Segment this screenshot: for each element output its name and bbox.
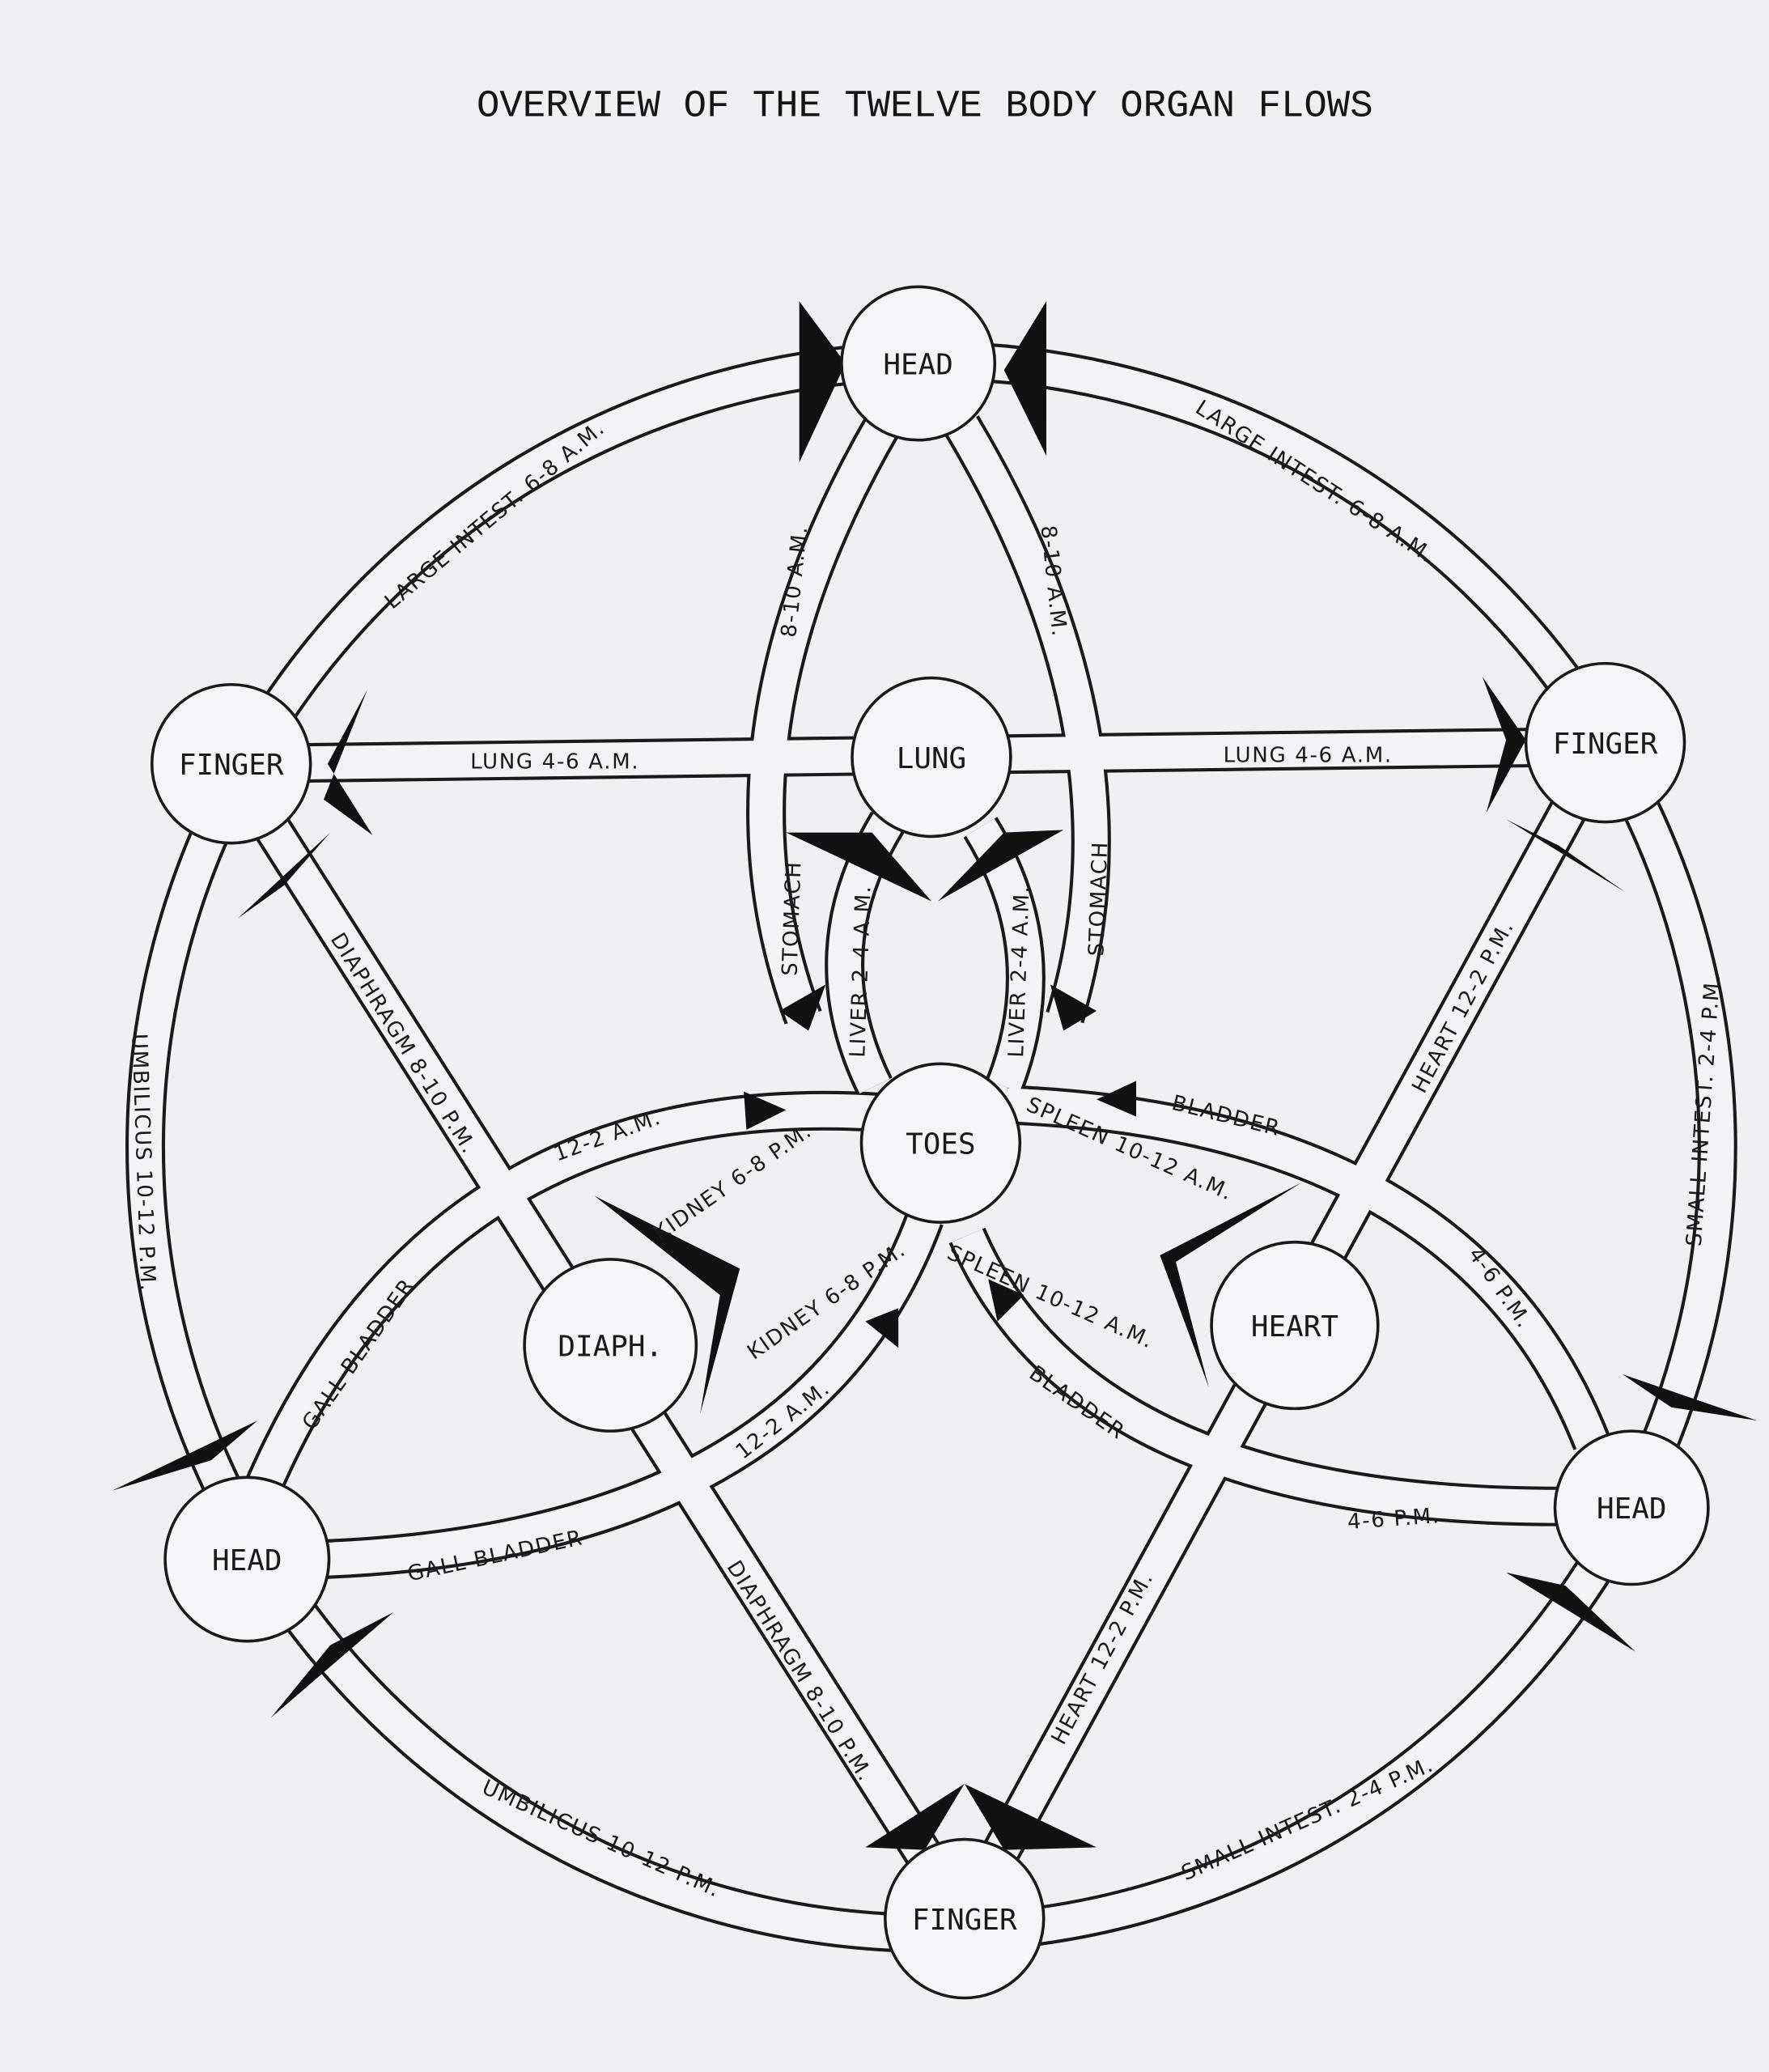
arrow-icon [779,984,826,1031]
flow-label: LIVER 2-4 A.M. [846,885,876,1058]
arrow-icon [744,1091,787,1130]
flow-label: UMBILICUS 10-12 P.M. [478,1775,724,1902]
node-circle [840,285,997,442]
node-head-left: HEAD [163,1475,331,1643]
node-circle [150,682,312,845]
arrow-icon [323,690,373,835]
node-label: TOES [906,1128,975,1161]
node-label: DIAPH. [558,1330,663,1363]
node-lung: LUNG [851,676,1012,839]
arrow-icon [865,1784,965,1850]
arrow-icon [1506,1572,1636,1652]
spleen-bladder-upper-flow-inner [1006,1088,1608,1450]
arrow-icon [1003,301,1046,456]
node-finger-bottom: FINGER [884,1837,1046,2000]
flow-label: LARGE INTEST. 6-8 A.M. [380,416,610,614]
node-label: FINGER [912,1904,1017,1937]
diagram-title: OVERVIEW OF THE TWELVE BODY ORGAN FLOWS [477,86,1373,129]
flow-label: HEART 12-2 P.M. [1407,916,1519,1098]
arrow-icon [1622,1374,1758,1421]
stomach-flow-left-inner [749,417,897,1024]
arrow-icon [1050,984,1097,1031]
node-circle [851,676,1012,839]
node-finger-left: FINGER [150,682,312,845]
node-label: HEART [1251,1310,1338,1344]
arrow-icon [1097,1081,1137,1117]
node-circle [859,1062,1022,1224]
node-circle [1524,661,1686,824]
node-circle [163,1475,331,1643]
nodes: HEAD FINGER LUNG FINGER TOES DIAPH. HEAR… [150,285,1710,2000]
flow-label: DIAPHRAGM 8-10 P.M. [325,929,481,1159]
stomach-flow-right-inner [947,417,1108,1023]
node-circle [884,1837,1046,2000]
node-label: LUNG [897,742,966,775]
node-label: HEAD [1597,1492,1666,1526]
kidney-gallbladder-lower-flow-inner [323,1212,940,1576]
node-circle [1210,1240,1380,1411]
node-circle [1553,1429,1710,1586]
node-finger-right: FINGER [1524,661,1686,824]
arrow-icon [988,1279,1024,1322]
flow-label: 12-2 A.M. [732,1376,835,1464]
node-label: HEAD [212,1544,282,1577]
arrow-icon [865,1308,899,1348]
arrow-icon [1160,1182,1302,1388]
arrow-icon [112,1420,258,1491]
node-heart: HEART [1210,1240,1380,1411]
flow-label: LIVER 2-4 A.M. [1004,885,1034,1058]
arrow-icon [1482,676,1526,813]
node-head-top: HEAD [840,285,997,442]
node-label: FINGER [179,749,284,782]
flow-label: LUNG 4-6 A.M. [1224,743,1393,767]
node-label: FINGER [1553,728,1658,761]
flow-label: SMALL INTEST. 2-4 P.M. [1178,1752,1438,1886]
node-toes: TOES [859,1062,1022,1224]
flow-label: STOMACH [778,860,807,976]
arrow-icon [964,1784,1097,1850]
flow-label: LARGE INTEST. 6-8 A.M. [1191,396,1439,568]
node-circle [523,1258,698,1433]
arrow-icon [799,301,846,463]
flow-label: LUNG 4-6 A.M. [470,750,639,775]
node-label: HEAD [883,348,952,381]
flow-label: DIAPHRAGM 8-10 P.M. [722,1556,878,1786]
arrow-icon [1506,819,1626,893]
node-head-right: HEAD [1553,1429,1710,1586]
flow-label: STOMACH [1084,841,1113,957]
node-diaph: DIAPH. [523,1258,698,1433]
flow-label: HEART 12-2 P.M. [1047,1568,1159,1749]
